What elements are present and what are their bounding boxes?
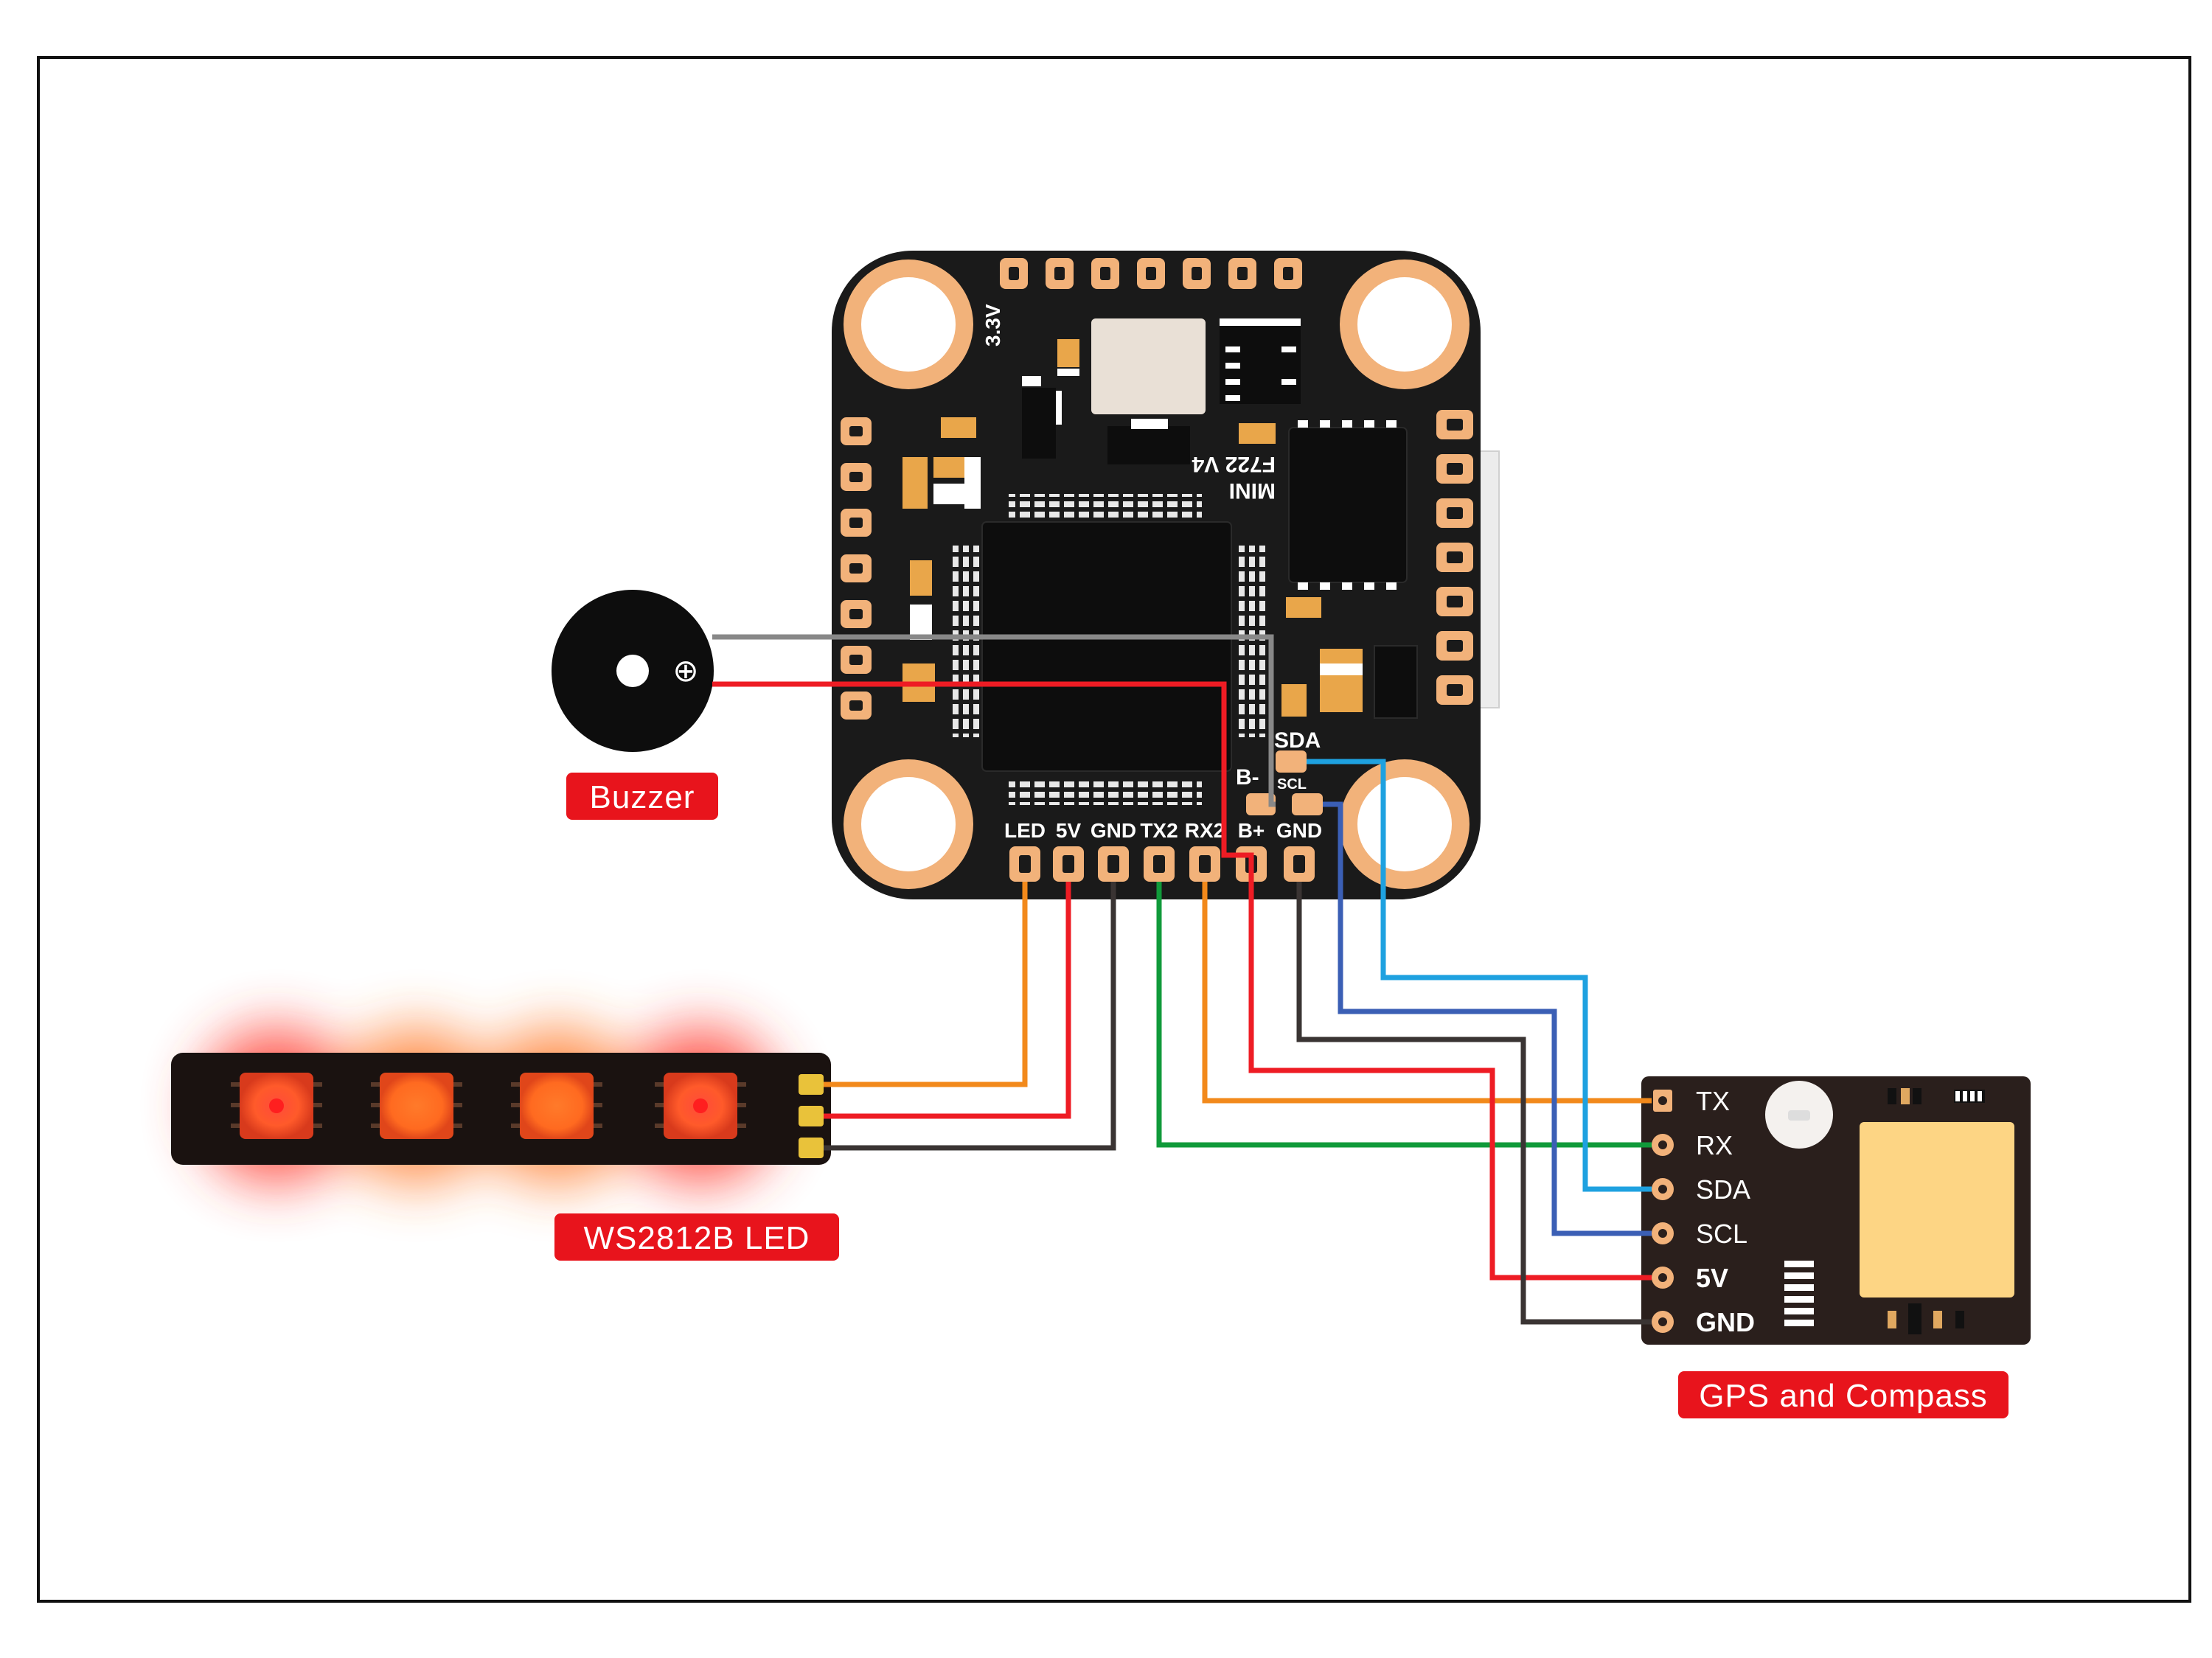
pin-label-gnd: GND (1091, 819, 1136, 842)
mounting-hole (1340, 759, 1470, 889)
pin-label-led: LED (1004, 819, 1046, 842)
wire-led-gnd (824, 882, 1116, 1151)
gps-pin-rx: RX (1652, 1130, 1733, 1160)
pin-label-b-plus: B+ (1238, 819, 1265, 842)
flight-controller: 3.3V F722 V4 MINI SDA SCL B- LED 5V GND … (832, 251, 1500, 899)
wire-scl-to-scl (1323, 801, 1652, 1236)
gps-pin-label: TX (1696, 1086, 1730, 1116)
led-strip (171, 1028, 831, 1183)
mounting-hole (844, 260, 973, 389)
gps-pin-tx: TX (1653, 1086, 1730, 1116)
scl-pad (1292, 793, 1323, 815)
pin-label-tx2: TX2 (1140, 819, 1178, 842)
led-chip (655, 1073, 746, 1139)
wire-rx2-to-tx (1202, 882, 1652, 1104)
gps-antenna-patch (1860, 1122, 2014, 1298)
gps-pin-label: RX (1696, 1130, 1733, 1160)
b-minus-pad (1246, 793, 1276, 815)
gps-pin-gnd: GND (1652, 1307, 1755, 1337)
wire-sda-to-sda (1307, 759, 1652, 1192)
buzzer-hole (616, 655, 649, 687)
wire-tx2-to-rx (1156, 882, 1652, 1148)
wire-buzzer-plus (712, 681, 1254, 882)
sda-pad-label: SDA (1274, 728, 1321, 753)
crystal-component (1091, 318, 1206, 414)
rail-voltage-label: 3.3V (981, 304, 1004, 346)
wire-led-5v (824, 882, 1071, 1119)
buzzer: ⊕ (552, 590, 714, 752)
led-strip-tag: WS2812B LED (554, 1213, 839, 1261)
led-chip (371, 1073, 462, 1139)
gps-label: GPS and Compass (1699, 1378, 1988, 1414)
gps-pin-sda: SDA (1652, 1174, 1750, 1205)
b-minus-pad-label: B- (1236, 765, 1259, 790)
wire-b-plus-to-5v (1248, 882, 1652, 1281)
board-model-label: F722 V4 (1192, 452, 1276, 476)
pin-label-rx2: RX2 (1185, 819, 1225, 842)
buzzer-label: Buzzer (590, 779, 695, 815)
gps-pin-label: SCL (1696, 1219, 1747, 1249)
wire-buzzer-minus (712, 634, 1276, 807)
buzzer-tag: Buzzer (566, 773, 718, 820)
mounting-hole (1340, 260, 1470, 389)
pin-label-5v: 5V (1056, 819, 1082, 842)
board-variant-label: MINI (1229, 478, 1276, 503)
mcu-chip (981, 521, 1232, 772)
led-strip-pad (799, 1138, 824, 1158)
wire-gnd-to-gnd (1296, 882, 1652, 1325)
wire-led-data (824, 882, 1028, 1087)
mounting-hole (844, 759, 973, 889)
gps-tag: GPS and Compass (1678, 1371, 2008, 1418)
pin-label-gnd-2: GND (1276, 819, 1322, 842)
gps-pin-5v: 5V (1652, 1263, 1728, 1293)
gps-pin-label: GND (1696, 1307, 1755, 1337)
sda-pad (1276, 750, 1307, 773)
gps-pin-label: 5V (1696, 1263, 1728, 1293)
led-strip-pad (799, 1074, 824, 1095)
wires (712, 634, 1652, 1325)
buzzer-plus-icon: ⊕ (672, 652, 698, 689)
bottom-pin-labels: LED 5V GND TX2 RX2 B+ GND (1004, 819, 1322, 842)
gps-module: TX RX SDA SCL 5V GND (1641, 1076, 2031, 1345)
gps-pin-label: SDA (1696, 1174, 1750, 1205)
gps-pin-scl: SCL (1652, 1219, 1747, 1249)
led-strip-pad (799, 1106, 824, 1126)
led-strip-label: WS2812B LED (584, 1220, 810, 1256)
scl-pad-label: SCL (1277, 776, 1307, 793)
led-chip (231, 1073, 322, 1139)
led-chip (511, 1073, 602, 1139)
